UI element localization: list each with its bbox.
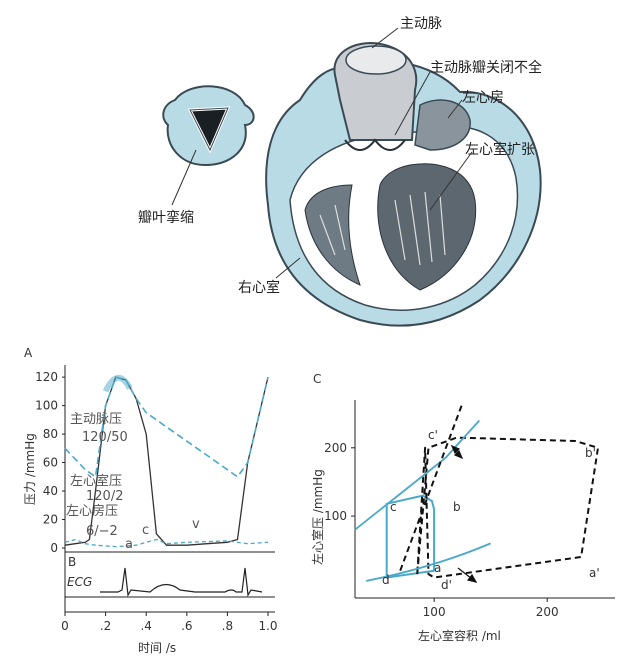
- valve-top-view: [162, 85, 255, 167]
- panel-a-ylabel: 压力 /mmHg: [23, 433, 37, 505]
- annot-lv-pressure-value: 120/2: [86, 489, 123, 504]
- panel-c-ylabel: 左心室压 /mmHg: [310, 469, 325, 565]
- panel-a-series-1: [64, 376, 269, 479]
- panel-a-y-tick-label: 60: [43, 456, 58, 470]
- point-c-prime: c': [428, 428, 438, 442]
- panel-c-y-tick-label: 100: [324, 509, 347, 523]
- panel-a-letter: A: [24, 346, 33, 360]
- panel-b-x-tick-label: .6: [181, 619, 192, 633]
- panel-c-letter: C: [313, 372, 321, 386]
- point-c: c: [390, 500, 397, 514]
- panel-a-plot: [64, 374, 269, 548]
- point-d: d: [382, 573, 390, 587]
- annot-lv-pressure: 左心室压: [70, 473, 122, 489]
- point-a-prime: a': [589, 566, 600, 580]
- heart-illustration: 主动脉 主动脉瓣关闭不全 左心房 左心室扩张 瓣叶挛缩 右心室: [138, 16, 542, 327]
- label-aorta: 主动脉: [400, 16, 442, 32]
- panel-a-y-tick-label: 100: [35, 399, 58, 413]
- panel-b-xlabel: 时间 /s: [138, 641, 176, 655]
- panel-c-x-tick-label: 100: [423, 605, 446, 619]
- annot-wave-c: c: [142, 523, 149, 538]
- left-atrium: [414, 99, 471, 151]
- annot-wave-a: a: [125, 537, 133, 552]
- panel-a-series-2: [64, 538, 269, 548]
- ecg-trace: [100, 567, 263, 597]
- label-left-atrium: 左心房: [462, 90, 504, 106]
- panel-b-x-tick-label: .8: [222, 619, 233, 633]
- point-a: a: [434, 561, 441, 575]
- panel-c-x-tick-label: 200: [536, 605, 559, 619]
- annot-la-pressure: 左心房压: [66, 503, 118, 519]
- right-ventricle-cavity: [304, 184, 361, 286]
- label-lv-dilation: 左心室扩张: [465, 141, 535, 158]
- panel-b-x-tick-label: 1.0: [258, 619, 277, 633]
- left-ventricle-cavity: [377, 163, 477, 291]
- leader-lines: [171, 27, 473, 279]
- panel-c-arrows: [450, 444, 478, 583]
- point-b: b: [453, 500, 461, 514]
- panel-b-x-tick-label: 0: [61, 619, 69, 633]
- panel-c-xlabel: 左心室容积 /ml: [418, 628, 501, 643]
- panel-a: A 压力 /mmHg 0 20 40 60 80 100 120 主动脉压 120/50 左…: [23, 346, 275, 555]
- ai-pv-loop: [416, 436, 599, 579]
- panel-a-series-0: [64, 376, 269, 546]
- panel-b-x-tick-label: .4: [140, 619, 151, 633]
- panel-b-letter: B: [68, 555, 76, 569]
- panel-a-y-tick-label: 80: [43, 427, 58, 441]
- aortic-valve-leaflets: [344, 138, 406, 151]
- panel-b-x-ticks: 0 .2 .4 .6 .8 1.0: [61, 612, 278, 633]
- panel-a-y-ticks: 0 20 40 60 80 100 120: [35, 370, 65, 555]
- edp-volume-curve: [366, 542, 492, 582]
- annot-la-pressure-value: 6/−2: [86, 524, 118, 539]
- panel-a-y-tick-label: 40: [43, 484, 58, 498]
- esp-volume-line: [354, 419, 480, 531]
- panel-c-ticks: 100 200 100 200: [324, 441, 559, 619]
- panel-c-y-tick-label: 200: [324, 441, 347, 455]
- trabeculae: [319, 191, 446, 266]
- label-leaflet-retraction: 瓣叶挛缩: [138, 209, 194, 226]
- panel-b-x-tick-label: .2: [100, 619, 111, 633]
- point-d-prime: d': [441, 578, 452, 592]
- point-b-prime: b': [585, 446, 596, 460]
- annot-aortic-pressure: 主动脉压: [70, 412, 122, 427]
- panel-c-plot: [354, 403, 599, 582]
- panel-a-peak-highlight: [102, 374, 133, 393]
- label-aortic-valve-insufficiency: 主动脉瓣关闭不全: [430, 59, 542, 76]
- annot-aortic-pressure-value: 120/50: [82, 430, 128, 445]
- panel-a-y-tick-label: 20: [43, 513, 58, 527]
- annot-wave-v: v: [192, 517, 200, 532]
- ecg-label: ECG: [67, 575, 92, 589]
- panel-b: B ECG 0 .2 .4 .6 .8 1.0 时间 /s: [61, 552, 278, 655]
- panel-a-y-tick-label: 0: [50, 541, 58, 555]
- label-right-ventricle: 右心室: [238, 279, 280, 296]
- panel-a-y-tick-label: 120: [35, 370, 58, 384]
